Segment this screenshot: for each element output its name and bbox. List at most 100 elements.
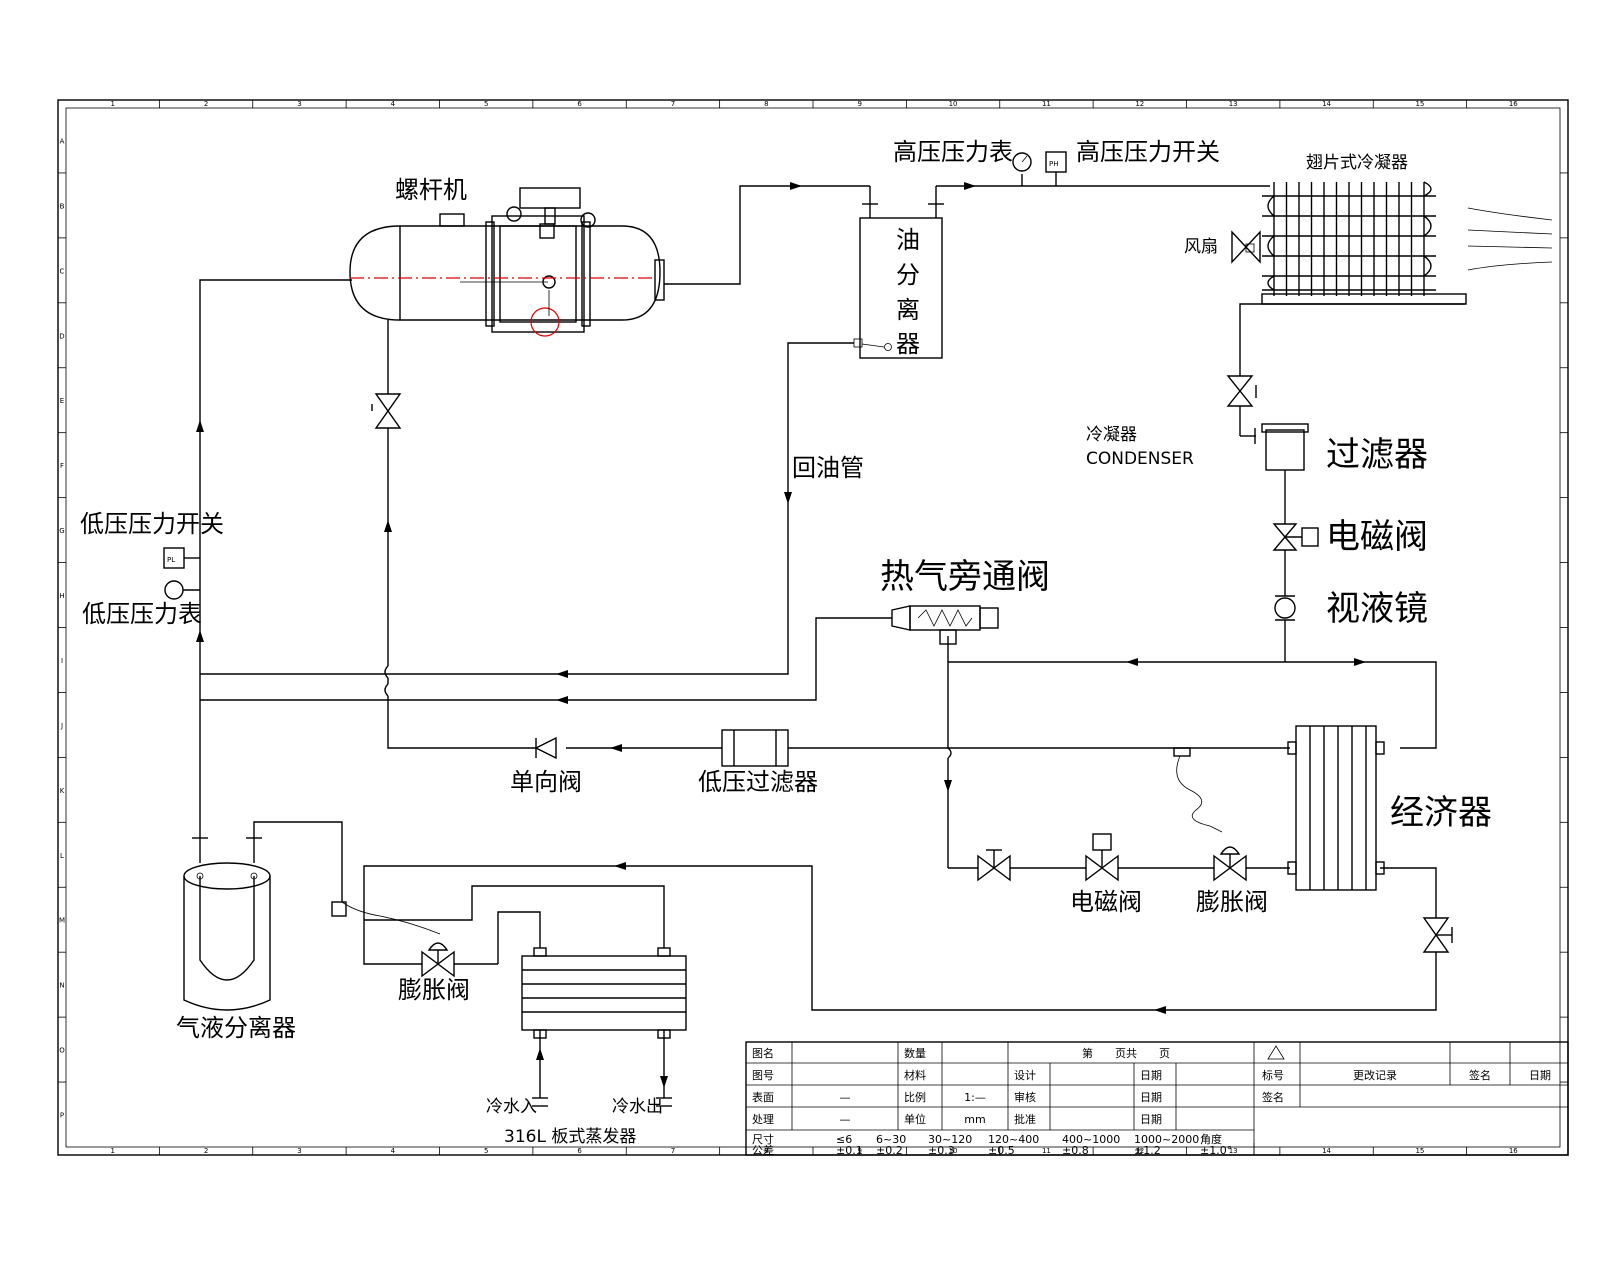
check-valve	[534, 736, 557, 760]
label-oil-return: 回油管	[792, 454, 864, 482]
label-economizer: 经济器	[1390, 793, 1492, 833]
label-hp-gauge: 高压压力表	[893, 138, 1013, 166]
border-letter: P	[60, 1112, 64, 1120]
title-block-cell: 日期	[1140, 1113, 1162, 1126]
title-block-cell: 120~400	[988, 1133, 1039, 1146]
border-letter: K	[60, 787, 65, 795]
label-expansion-left: 膨胀阀	[398, 976, 470, 1004]
label-lp-switch: 低压压力开关	[80, 510, 224, 538]
title-block-cell: ±1.0°	[1200, 1144, 1232, 1157]
title-block-cell: 6~30	[876, 1133, 906, 1146]
label-water-in: 冷水入	[486, 1097, 537, 1117]
title-block-cell: ±0.1	[836, 1144, 863, 1157]
title-block-cell: 日期	[1140, 1091, 1162, 1104]
border-number: 7	[671, 1147, 675, 1155]
fin-condenser	[1261, 181, 1467, 305]
hot-gas-bypass-valve	[891, 605, 999, 645]
border-letter: E	[60, 397, 64, 405]
svg-text:PL: PL	[167, 556, 175, 564]
border-letter: B	[60, 202, 65, 210]
border-number: 1	[110, 1147, 114, 1155]
title-block-cell: 处理	[752, 1113, 774, 1126]
oil-separator	[853, 186, 944, 359]
title-block-cell: ±0.5	[988, 1144, 1015, 1157]
expansion-valve-left	[331, 901, 455, 978]
label-oil-sep-2: 分	[896, 261, 920, 289]
title-block-cell: ±1.2	[1134, 1144, 1161, 1157]
border-number: 9	[857, 100, 861, 108]
border-number: 3	[297, 100, 301, 108]
title-block-cell: 日期	[1140, 1069, 1162, 1082]
border-number: 10	[949, 100, 958, 108]
svg-text:PH: PH	[1049, 160, 1059, 168]
label-hot-gas-bypass: 热气旁通阀	[880, 557, 1050, 597]
sight-glass	[1274, 595, 1296, 621]
border-number: 15	[1415, 1147, 1424, 1155]
title-block-cell: 标号	[1262, 1068, 1284, 1082]
label-hp-switch: 高压压力开关	[1076, 138, 1220, 166]
border-number: 2	[204, 100, 208, 108]
border-number: 3	[297, 1147, 301, 1155]
title-block-cell: 签名	[1469, 1068, 1491, 1082]
title-block-cell: 第 页共 页	[1082, 1046, 1170, 1060]
solenoid-valve-top	[1272, 523, 1319, 551]
border-number: 8	[764, 100, 768, 108]
title-block-cell: 单位	[904, 1112, 926, 1126]
border-letter: D	[59, 332, 64, 340]
lp-switch: PL	[163, 547, 200, 569]
border-number: 6	[577, 100, 582, 108]
title-block-cell: 材料	[904, 1068, 926, 1082]
flow-arrows	[196, 182, 1366, 1088]
border-number: 16	[1509, 1147, 1518, 1155]
border-letter: J	[60, 722, 63, 730]
economizer	[1287, 725, 1385, 891]
border-number: 8	[764, 1147, 768, 1155]
title-block-cell: 图号	[752, 1069, 774, 1082]
hp-gauge	[1012, 152, 1032, 172]
border-number: 4	[391, 100, 396, 108]
border-number: 11	[1042, 1147, 1051, 1155]
border-number: 13	[1229, 100, 1238, 108]
hp-switch: PH	[1045, 151, 1067, 173]
label-oil-sep-3: 离	[896, 296, 920, 324]
title-block-cell: 数量	[904, 1047, 926, 1060]
label-condenser-cn: 冷凝器	[1086, 425, 1137, 445]
title-block-cell: 尺寸	[752, 1132, 774, 1146]
label-lp-gauge: 低压压力表	[82, 600, 202, 628]
title-block-cell: 400~1000	[1062, 1133, 1120, 1146]
title-block-cell: 更改记录	[1353, 1068, 1397, 1082]
title-block-cell: 日期	[1529, 1069, 1551, 1082]
border-number: 11	[1042, 100, 1051, 108]
border-number: 10	[949, 1147, 958, 1155]
border-letter: L	[60, 852, 64, 860]
title-block-cell: 角度	[1200, 1132, 1222, 1146]
label-sight-glass: 视液镜	[1326, 589, 1428, 629]
title-block-cell: 设计	[1014, 1069, 1036, 1082]
title-block-cell: 1000~2000	[1134, 1133, 1199, 1146]
label-lp-filter: 低压过滤器	[698, 768, 818, 796]
piping	[199, 172, 1465, 1107]
filter-drier	[1261, 423, 1309, 471]
border-number: 1	[110, 100, 114, 108]
label-compressor: 螺杆机	[395, 176, 467, 204]
title-block-cell: 1:—	[964, 1091, 986, 1104]
border-number: 14	[1322, 100, 1331, 108]
border-number: 16	[1509, 100, 1518, 108]
airflow	[1467, 207, 1553, 271]
title-block-cell: ≤6	[836, 1133, 852, 1146]
border-number: 12	[1135, 1147, 1144, 1155]
border-number: 6	[577, 1147, 582, 1155]
border-number: 9	[857, 1147, 861, 1155]
border-number: 12	[1135, 100, 1144, 108]
title-block	[745, 1041, 1569, 1156]
label-check-valve: 单向阀	[510, 768, 582, 796]
manual-valve-bottom	[977, 849, 1011, 882]
lp-filter	[721, 729, 789, 767]
border-number: 2	[204, 1147, 208, 1155]
label-fin-condenser: 翅片式冷凝器	[1306, 153, 1408, 173]
lp-gauge	[164, 580, 200, 600]
label-solenoid-bottom: 电磁阀	[1070, 888, 1142, 916]
label-water-out: 冷水出	[612, 1097, 663, 1117]
